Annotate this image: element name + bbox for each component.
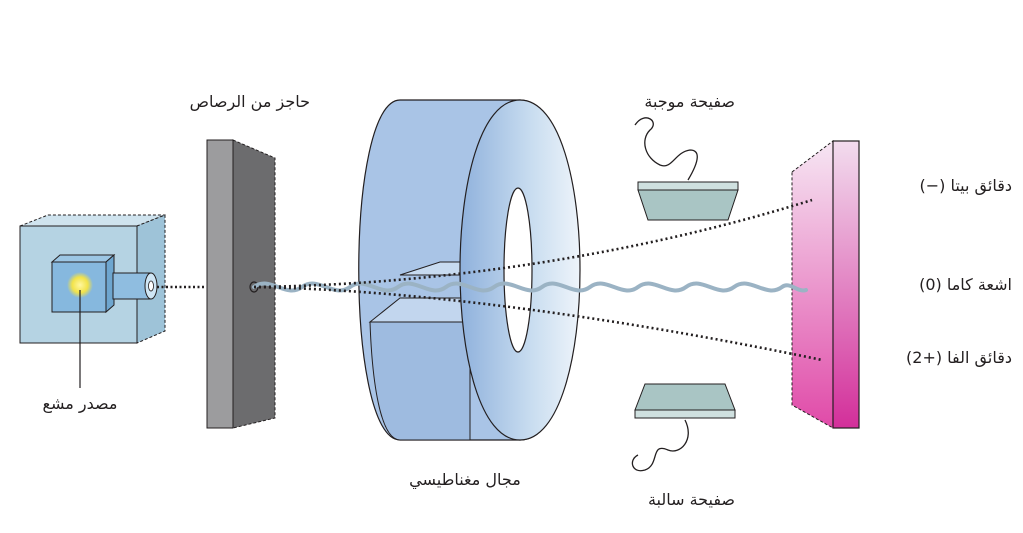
- magnet: [358, 99, 581, 441]
- beta-particle-path: [253, 198, 813, 289]
- radioactive-source-box: [19, 214, 166, 388]
- magnetic-field-label: مجال مغناطيسي: [409, 470, 521, 489]
- radioactive-glow: [67, 272, 93, 298]
- negative-plate-label: صفيحة سالبة: [647, 490, 735, 509]
- positive-plate: [634, 117, 739, 221]
- gamma-ray-path: [252, 281, 808, 293]
- positive-plate-label: صفيحة موجبة: [644, 92, 735, 111]
- beta-particles-label: دقائق بيتا (−): [919, 176, 1013, 195]
- negative-plate: [631, 383, 736, 472]
- gamma-rays-label: اشعة كاما (0): [919, 275, 1012, 294]
- alpha-particles-label: دقائق الفا (+2): [906, 348, 1012, 367]
- lead-barrier-label: حاجز من الرصاص: [189, 92, 310, 111]
- lead-barrier: [206, 139, 276, 429]
- detection-screen: [791, 139, 860, 429]
- alpha-particle-path: [253, 285, 823, 362]
- radioactive-source-label: مصدر مشع: [42, 394, 118, 413]
